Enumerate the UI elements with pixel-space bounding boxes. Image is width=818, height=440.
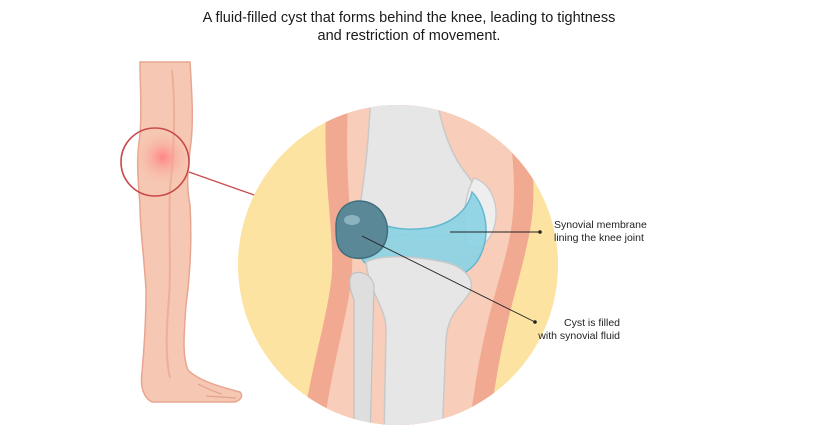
cyst-leader-dot <box>533 320 537 324</box>
fibula-bone <box>349 271 375 425</box>
title-line-2: and restriction of movement. <box>317 28 501 44</box>
tibia-bone <box>365 255 473 425</box>
leg-shading <box>165 69 176 379</box>
membrane-leader-dot <box>538 230 542 234</box>
membrane-label-line-1: Synovial membrane <box>554 219 647 231</box>
page-title: A fluid-filled cyst that forms behind th… <box>109 9 709 45</box>
side-leg <box>120 61 243 403</box>
membrane-label-line-2: lining the knee joint <box>554 232 644 244</box>
leg-shape <box>136 61 243 403</box>
knee-zoom-circle <box>120 127 190 197</box>
cyst-highlight <box>344 215 360 225</box>
bakers-cyst <box>335 200 389 260</box>
knee-highlight <box>134 134 186 186</box>
callout-lines <box>361 230 542 324</box>
cyst-leader-line <box>361 235 536 323</box>
foot-toes <box>197 383 237 399</box>
cyst-label-line-2: with synovial fluid <box>538 330 620 342</box>
magnified-knee <box>238 105 558 425</box>
cyst-label-line-1: Cyst is filled <box>563 317 620 329</box>
title-line-1: A fluid-filled cyst that forms behind th… <box>202 10 616 26</box>
synovial-membrane-label: Synovial membrane lining the knee joint <box>554 219 647 245</box>
cyst-label: Cyst is filled with synovial fluid <box>520 317 620 343</box>
